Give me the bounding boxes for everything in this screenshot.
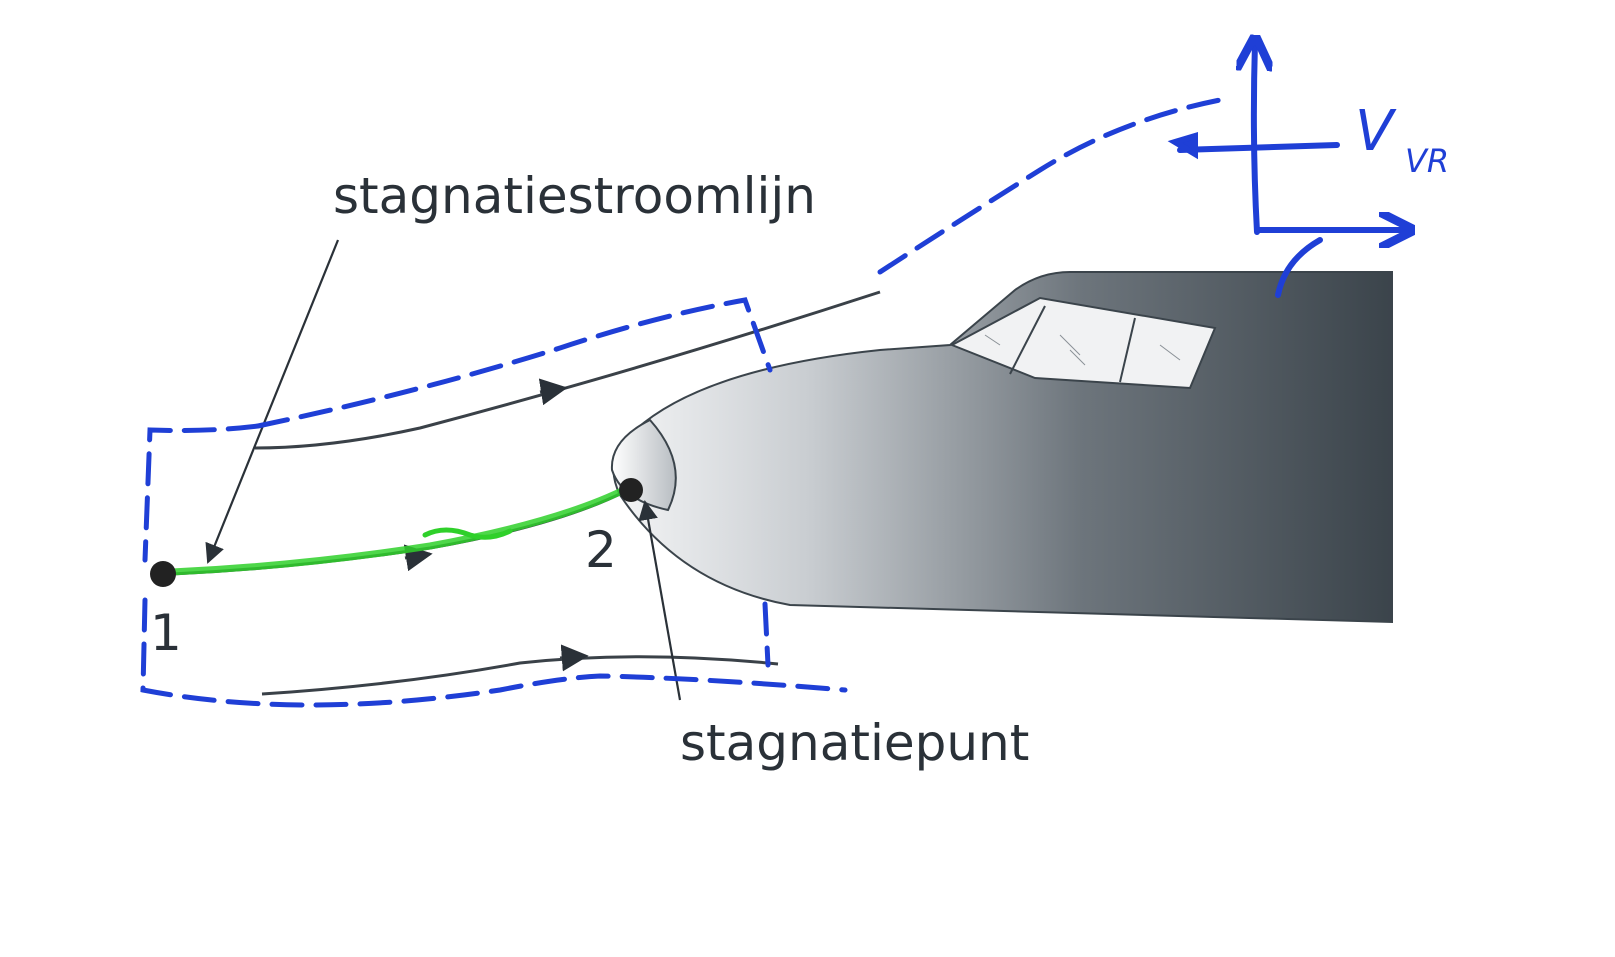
streamline-upper bbox=[254, 290, 881, 450]
velocity-symbol: V bbox=[1355, 99, 1397, 164]
streamline-stagnation-arrow bbox=[403, 544, 433, 572]
streamline-lower bbox=[261, 655, 779, 696]
fuselage bbox=[610, 271, 1393, 624]
stagnation-point-label: stagnatiepunt bbox=[680, 714, 1029, 772]
velocity-subscript: VR bbox=[1405, 142, 1449, 180]
velocity-axes bbox=[1167, 42, 1408, 298]
y-axis-arrow bbox=[1254, 42, 1257, 235]
streamline-label: stagnatiestroomlijn bbox=[333, 167, 816, 225]
point-1-dot bbox=[150, 561, 176, 587]
nose-contact-mark bbox=[1275, 237, 1323, 298]
velocity-arrowhead bbox=[1167, 131, 1198, 160]
point-2-dot bbox=[619, 478, 643, 502]
stagnation-streamline-highlight bbox=[168, 484, 632, 576]
point-2-label: 2 bbox=[585, 521, 617, 579]
point-1-label: 1 bbox=[150, 604, 182, 662]
velocity-vector bbox=[1177, 142, 1340, 153]
stagnation-point-label-leader bbox=[638, 500, 682, 701]
streamline-upper-arrow bbox=[538, 378, 568, 406]
control-volume-dashed bbox=[140, 97, 1223, 708]
streamline-label-leader bbox=[205, 239, 340, 564]
streamline-lower-arrow bbox=[559, 644, 589, 672]
windshield bbox=[949, 296, 1217, 390]
streamline-stagnation bbox=[171, 488, 629, 576]
